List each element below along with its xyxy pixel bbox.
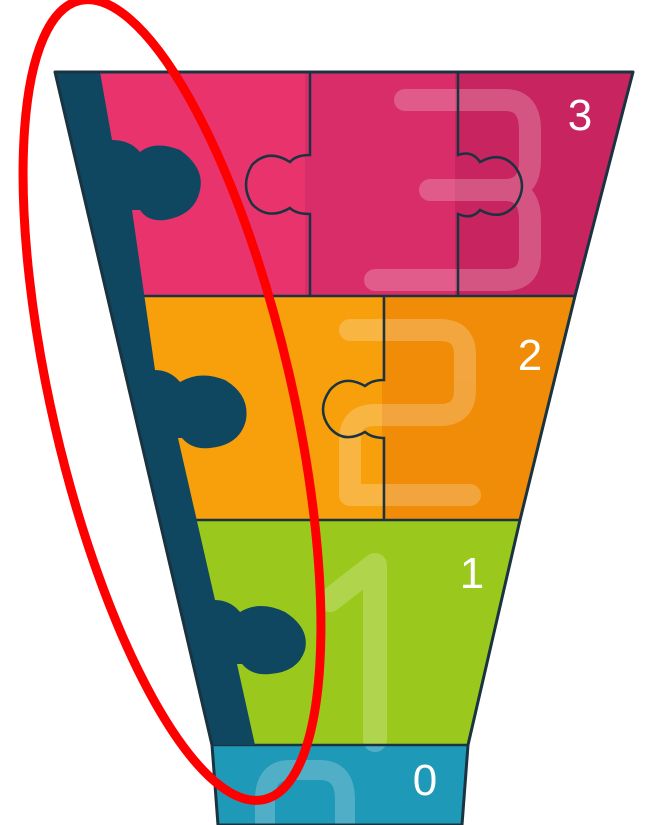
level-2-label: 2 xyxy=(518,331,542,380)
level-0-band xyxy=(0,745,646,825)
level-3-label: 3 xyxy=(568,91,592,140)
level-0-label: 0 xyxy=(413,756,437,805)
level-1-label: 1 xyxy=(460,549,484,598)
